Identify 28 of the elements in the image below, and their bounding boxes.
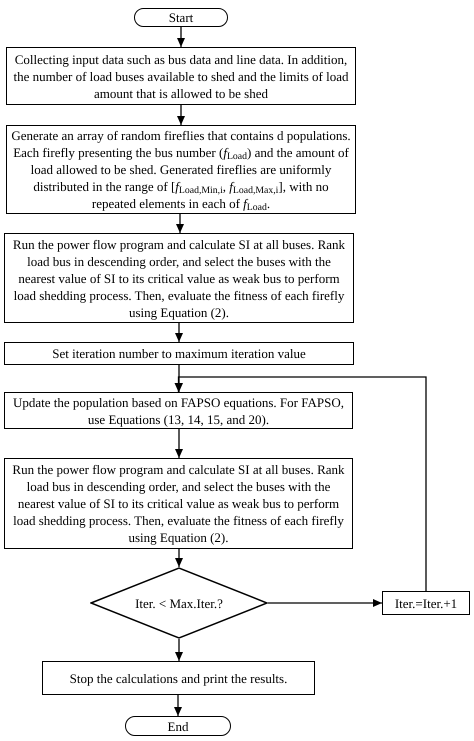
decision-diamond	[90, 567, 268, 639]
process-box	[4, 342, 354, 365]
process-box	[42, 661, 315, 695]
process-box	[382, 591, 470, 615]
node-text: Run the power flow program and calculate SI at all buses. Rank load bus in descending order, and select the buses with the nearest value of SI to its critical value as weak bus to perform load shedding process. Then, evaluate the fitness of each firefly using Equation (2).	[11, 461, 346, 546]
node-text: Start	[168, 9, 194, 26]
node-text: Set iteration number to maximum iteration value	[51, 345, 307, 362]
node-text: Generate an array of random fireflies that contains d populations. Each firefly presenting the bus number (f$_{Load}$) and the amount of load allowed to be shed. Generated fireflies are uniformly distributed in the range of [f$_{Load,Min,i}$, f$_{Load,Max,i}$], with no repeated elements in each of f$_{Load}$.	[10, 127, 352, 212]
arrow	[268, 599, 382, 607]
arrow	[174, 695, 182, 716]
node-text: Update the population based on FAPSO equations. For FAPSO, use Equations (13, 14, 15, and 20).	[12, 394, 345, 428]
terminal-pill	[134, 8, 228, 27]
arrow	[174, 376, 427, 591]
terminal-pill	[125, 716, 231, 736]
node-text: Run the power flow program and calculate SI at all buses. Rank load bus in descending order, and select the buses with the nearest value of SI to its critical value as weak bus to perform load shedding process. Then, evaluate the fitness of each firefly using Equation (2).	[12, 236, 346, 320]
arrow	[175, 429, 183, 458]
arrow	[175, 639, 183, 661]
arrow	[175, 549, 183, 567]
process-box	[6, 47, 356, 105]
node-text: Iter.=Iter.+1	[394, 594, 458, 612]
node-text: Collecting input data such as bus data and line data. In addition, the number of load buses available to shed and the limits of load amount that is allowed to be shed	[12, 50, 350, 102]
arrow	[177, 27, 185, 47]
arrow	[176, 214, 184, 233]
node-text: Iter. < Max.Iter.?	[134, 594, 224, 612]
arrow	[177, 105, 185, 125]
arrow	[175, 323, 183, 342]
node-text: End	[166, 718, 190, 734]
node-text: Stop the calculations and print the results.	[68, 670, 288, 686]
